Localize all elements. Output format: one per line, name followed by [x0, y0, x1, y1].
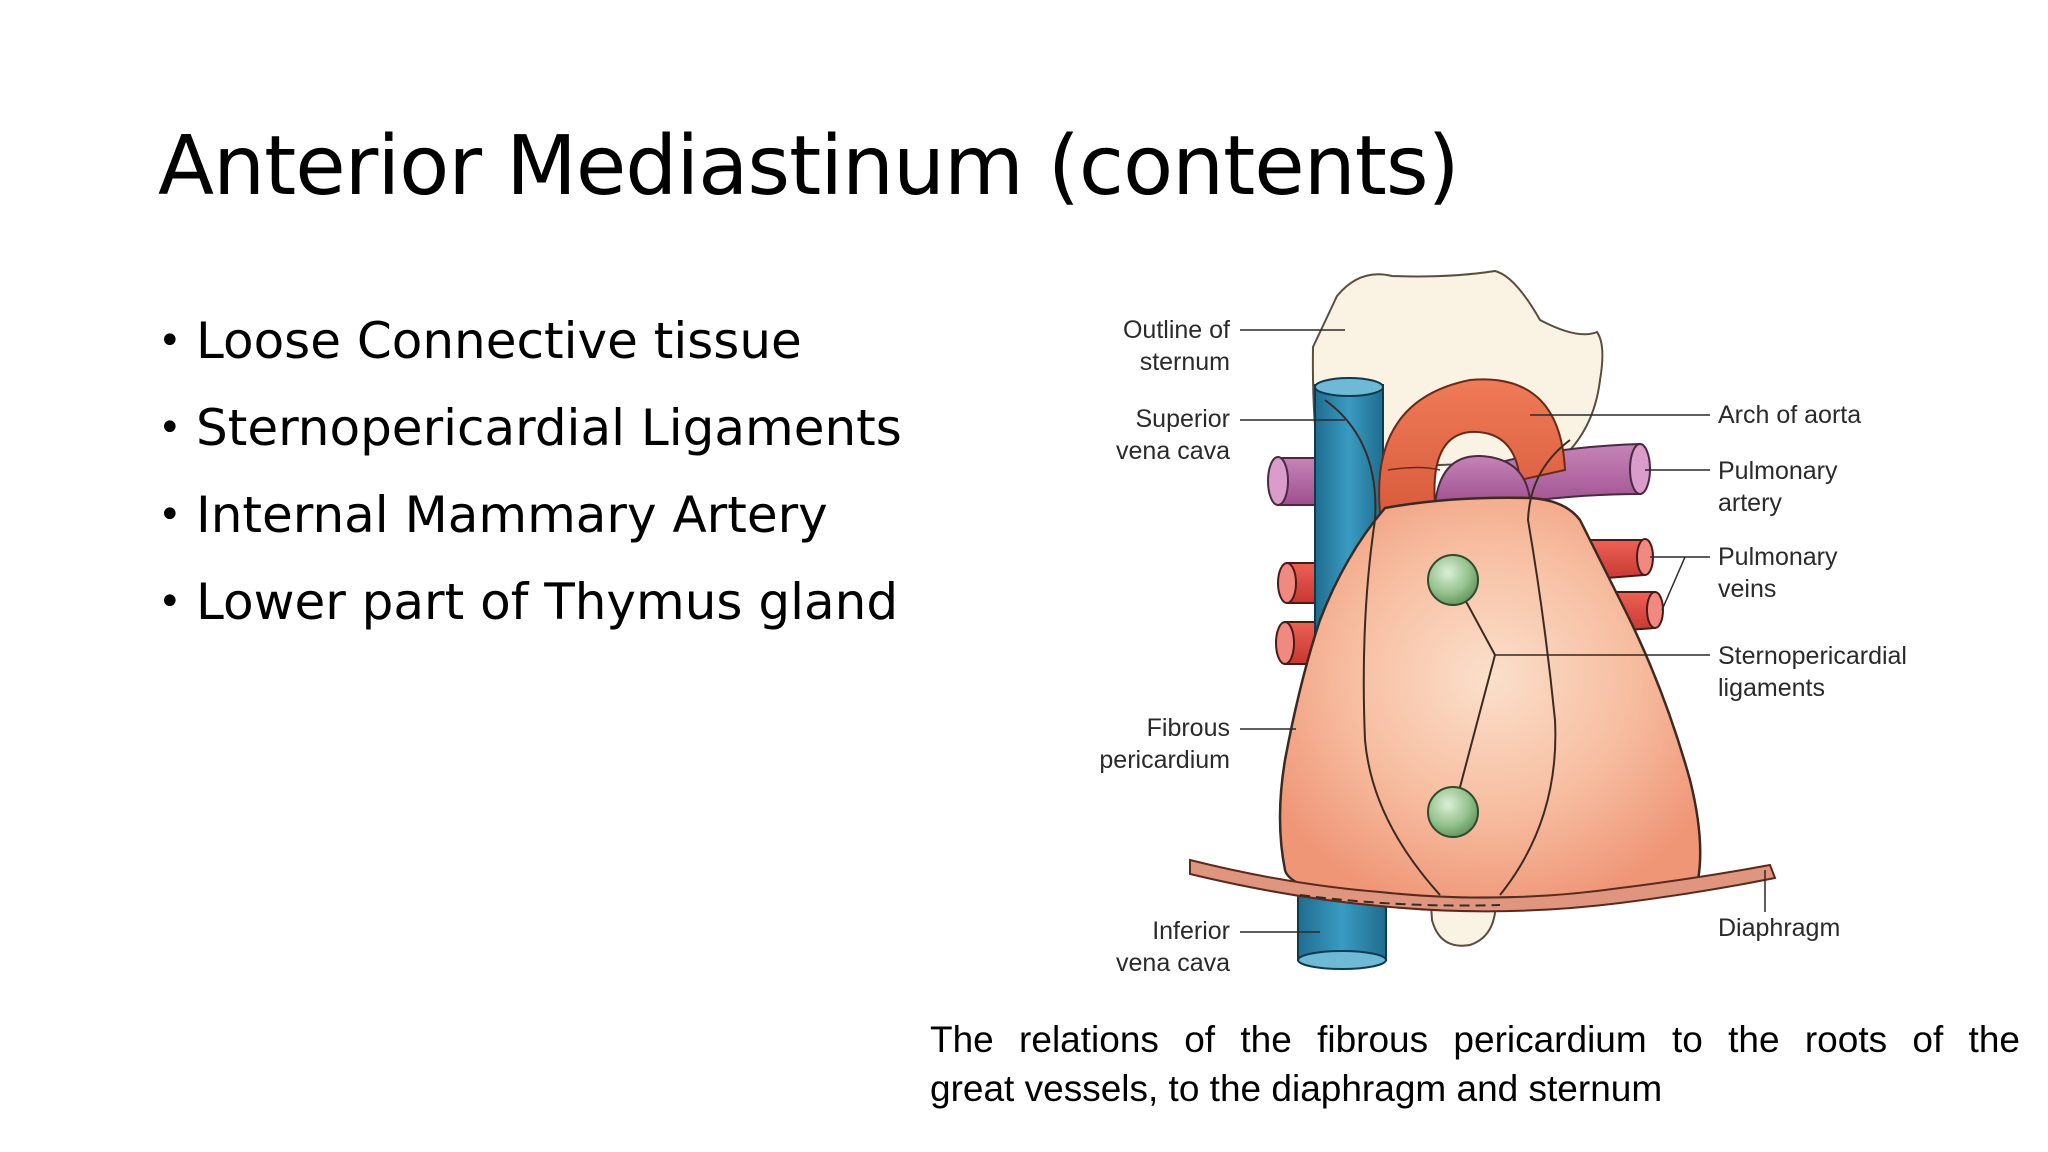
- label-sternoperi-2: ligaments: [1718, 674, 1825, 702]
- label-outline-sternum-1: Outline of: [1123, 316, 1230, 344]
- bullet-item: • Sternopericardial Ligaments: [158, 399, 902, 486]
- ligament-node-lower: [1427, 786, 1479, 838]
- sternum-outline-right: [1499, 439, 1571, 896]
- aorta-arch-shape: [1378, 378, 1567, 514]
- bullet-dot: •: [158, 492, 182, 538]
- inferior-vena-cava-bottom: [1297, 950, 1387, 970]
- label-fibrous-1: Fibrous: [1147, 714, 1230, 742]
- bullet-dot: •: [158, 579, 182, 625]
- bullet-dot: •: [158, 318, 182, 364]
- figure-caption: The relations of the fibrous pericardium…: [930, 1015, 2020, 1113]
- label-pulm-veins-1: Pulmonary: [1718, 543, 1838, 571]
- ligament-node-upper: [1427, 554, 1479, 606]
- diaphragm-dashed-line: [1299, 894, 1501, 907]
- ligament-line-lower: [1454, 654, 1496, 807]
- pulmonary-vein-left-upper-end: [1277, 562, 1297, 604]
- pulmonary-trunk-shape: [1433, 454, 1532, 507]
- bullet-text: Loose Connective tissue: [196, 312, 802, 370]
- label-svc-1: Superior: [1136, 405, 1231, 433]
- caption-line-1: The relations of the fibrous pericardium…: [930, 1019, 2020, 1060]
- label-outline-sternum-2: sternum: [1140, 348, 1230, 376]
- bullet-dot: •: [158, 405, 182, 451]
- bullet-list: • Loose Connective tissue • Sternoperica…: [158, 312, 902, 660]
- slide-title: Anterior Mediastinum (contents): [158, 119, 1460, 214]
- pulmonary-artery-right-end: [1629, 443, 1651, 495]
- label-pulm-artery-2: artery: [1718, 489, 1782, 517]
- bullet-text: Lower part of Thymus gland: [196, 573, 899, 631]
- pulmonary-vein-right-lower-end: [1646, 591, 1664, 629]
- bullet-item: • Lower part of Thymus gland: [158, 573, 902, 660]
- bullet-text: Internal Mammary Artery: [196, 486, 828, 544]
- label-fibrous-2: pericardium: [1099, 746, 1230, 774]
- label-ivc-2: vena cava: [1116, 949, 1230, 977]
- pulmonary-vein-left-lower-end: [1275, 621, 1295, 665]
- label-sternoperi-1: Sternopericardial: [1718, 642, 1907, 670]
- bullet-item: • Loose Connective tissue: [158, 312, 902, 399]
- aorta-arch-contour: [1387, 466, 1441, 471]
- caption-line-2: great vessels, to the diaphragm and ster…: [930, 1068, 1663, 1109]
- label-svc-2: vena cava: [1116, 437, 1230, 465]
- pulmonary-artery-left-end: [1267, 456, 1289, 506]
- bullet-item: • Internal Mammary Artery: [158, 486, 902, 573]
- label-diaphragm: Diaphragm: [1718, 914, 1840, 942]
- label-pulm-veins-2: veins: [1718, 575, 1776, 603]
- label-pulm-artery-1: Pulmonary: [1718, 457, 1838, 485]
- bullet-text: Sternopericardial Ligaments: [196, 399, 902, 457]
- label-arch-aorta: Arch of aorta: [1718, 401, 1861, 429]
- leader-pulmonary-veins: [1650, 556, 1710, 611]
- sternum-outline-left: [1324, 399, 1441, 896]
- label-ivc-1: Inferior: [1152, 917, 1230, 945]
- superior-vena-cava-top: [1314, 377, 1384, 397]
